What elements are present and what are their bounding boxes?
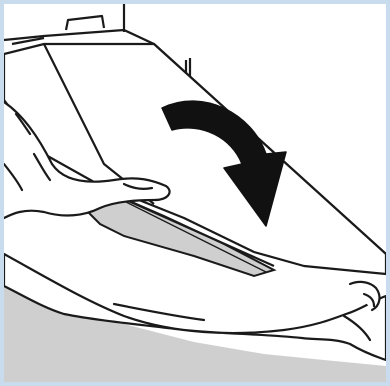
instruction-illustration <box>4 4 386 382</box>
